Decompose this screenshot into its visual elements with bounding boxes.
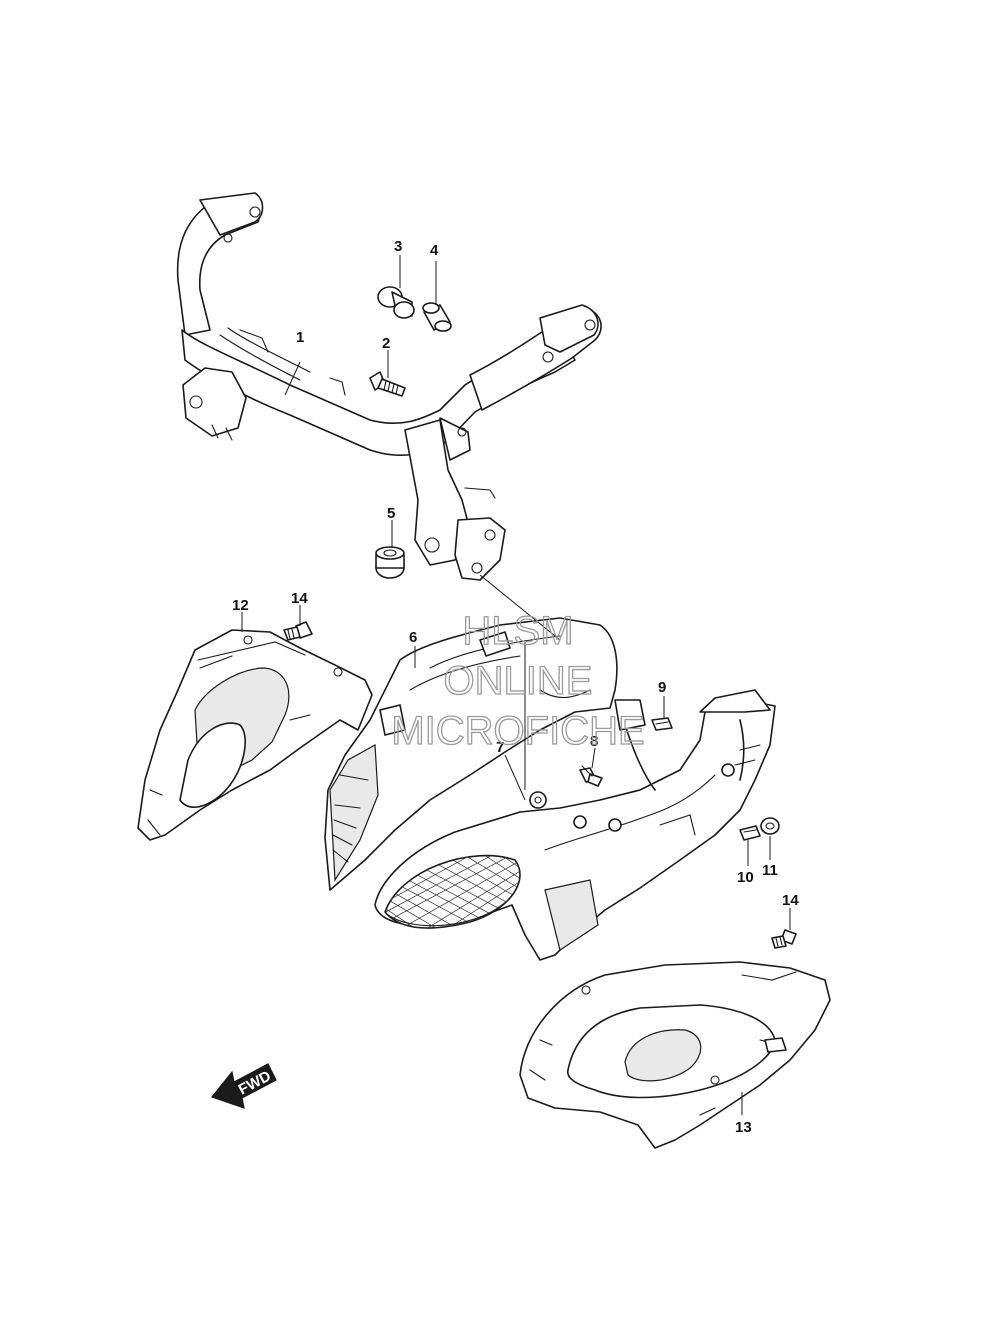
bolt xyxy=(369,371,406,397)
forward-arrow-icon: FWD xyxy=(210,1063,277,1109)
callout-4: 4 xyxy=(430,242,439,259)
callout-10: 10 xyxy=(737,869,754,886)
callout-7: 7 xyxy=(496,739,504,756)
callout-6: 6 xyxy=(409,629,417,646)
callout-5: 5 xyxy=(387,505,395,522)
callout-9: 9 xyxy=(658,679,666,696)
callout-2: 2 xyxy=(382,335,390,352)
spacer-tube xyxy=(422,302,452,332)
watermark: HLSM ONLINE MICROFICHE xyxy=(391,608,646,753)
callout-14-lower: 14 xyxy=(782,892,799,909)
left-air-duct xyxy=(324,617,618,891)
leader-lines xyxy=(241,255,791,1115)
grommet-11 xyxy=(760,817,780,835)
grommet xyxy=(375,546,405,579)
clip-nut-10 xyxy=(739,825,761,841)
screw-lower xyxy=(771,929,797,949)
collar-bushing xyxy=(377,286,415,319)
callout-numbers: 1 2 3 4 5 6 7 8 9 10 11 12 13 14 14 xyxy=(232,238,799,1136)
screw-upper xyxy=(283,621,313,641)
callout-1: 1 xyxy=(296,329,304,346)
lower-cover xyxy=(519,961,831,1149)
left-inner-cover xyxy=(137,629,373,841)
callout-11: 11 xyxy=(762,862,778,879)
screw-8 xyxy=(579,765,603,787)
callout-3: 3 xyxy=(394,238,402,255)
clip-nut-9 xyxy=(651,717,673,731)
callout-8: 8 xyxy=(590,733,598,750)
frame-bracket xyxy=(176,192,602,581)
center-air-duct xyxy=(374,689,776,961)
watermark-line-2: ONLINE xyxy=(444,659,593,703)
callout-13: 13 xyxy=(735,1119,752,1136)
callout-14-upper: 14 xyxy=(291,590,308,607)
watermark-line-1: HLSM xyxy=(462,609,573,653)
watermark-line-3: MICROFICHE xyxy=(391,709,644,753)
callout-12: 12 xyxy=(232,597,249,614)
